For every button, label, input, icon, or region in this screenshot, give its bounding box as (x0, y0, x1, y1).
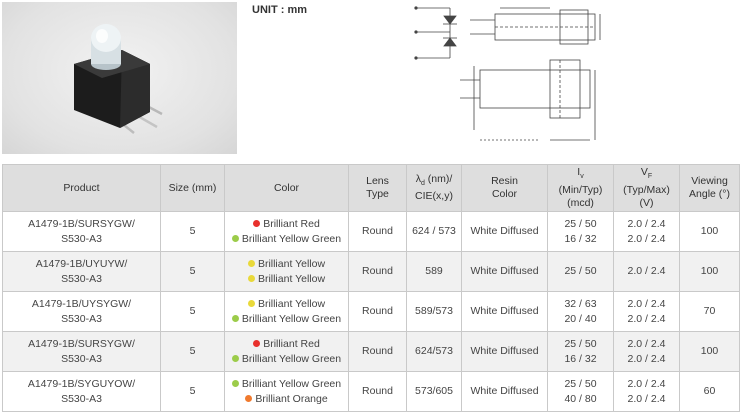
color-dot (247, 274, 255, 282)
header-lens-type: Lens Type (348, 164, 407, 212)
angle-cell: 100 (679, 331, 740, 372)
color-dot (247, 299, 255, 307)
color-dot (231, 379, 239, 387)
lens-cell: Round (348, 331, 407, 372)
size-cell: 5 (160, 251, 225, 292)
resin-cell: White Diffused (461, 291, 548, 332)
wavelength-cell: 624 / 573 (406, 211, 462, 252)
size-cell: 5 (160, 371, 225, 412)
size-cell: 5 (160, 331, 225, 372)
size-cell: 5 (160, 291, 225, 332)
angle-cell: 100 (679, 251, 740, 292)
product-cell: A1479-1B/UYSYGW/S530-A3 (2, 291, 161, 332)
color-dot (253, 339, 261, 347)
wavelength-cell: 573/605 (406, 371, 462, 412)
dimension-drawing (410, 0, 625, 150)
product-photo (2, 2, 237, 154)
color-dot (231, 354, 239, 362)
wavelength-cell: 589/573 (406, 291, 462, 332)
header-luminous-intensity: Iv (Min/Typ) (mcd) (547, 164, 614, 212)
unit-label: UNIT : mm (252, 4, 307, 16)
spec-table: Product Size (mm) Color Lens Type λd (nm… (2, 164, 740, 412)
product-cell: A1479-1B/SYGUYOW/S530-A3 (2, 371, 161, 412)
wavelength-cell: 589 (406, 251, 462, 292)
product-cell: A1479-1B/UYUYW/S530-A3 (2, 251, 161, 292)
lens-cell: Round (348, 251, 407, 292)
header-resin-color: Resin Color (461, 164, 548, 212)
lens-cell: Round (348, 211, 407, 252)
resin-cell: White Diffused (461, 211, 548, 252)
color-dot (253, 219, 261, 227)
lens-cell: Round (348, 371, 407, 412)
resin-cell: White Diffused (461, 331, 548, 372)
color-dot (231, 234, 239, 242)
angle-cell: 60 (679, 371, 740, 412)
size-cell: 5 (160, 211, 225, 252)
header-color: Color (224, 164, 349, 212)
header-forward-voltage: VF (Typ/Max) (V) (613, 164, 680, 212)
voltage-cell: 2.0 / 2.4 (613, 251, 680, 292)
header-product: Product (2, 164, 161, 212)
color-dot (247, 259, 255, 267)
resin-cell: White Diffused (461, 371, 548, 412)
lens-cell: Round (348, 291, 407, 332)
header-wavelength: λd (nm)/ CIE(x,y) (406, 164, 462, 212)
resin-cell: White Diffused (461, 251, 548, 292)
header-viewing-angle: Viewing Angle (°) (679, 164, 740, 212)
header-row: Product Size (mm) Color Lens Type λd (nm… (2, 164, 740, 212)
intensity-cell: 25 / 50 (547, 251, 614, 292)
angle-cell: 100 (679, 211, 740, 252)
product-cell: A1479-1B/SURSYGW/S530-A3 (2, 211, 161, 252)
header-size: Size (mm) (160, 164, 225, 212)
angle-cell: 70 (679, 291, 740, 332)
color-dot (231, 314, 239, 322)
product-cell: A1479-1B/SURSYGW/S530-A3 (2, 331, 161, 372)
color-dot (245, 394, 253, 402)
wavelength-cell: 624/573 (406, 331, 462, 372)
